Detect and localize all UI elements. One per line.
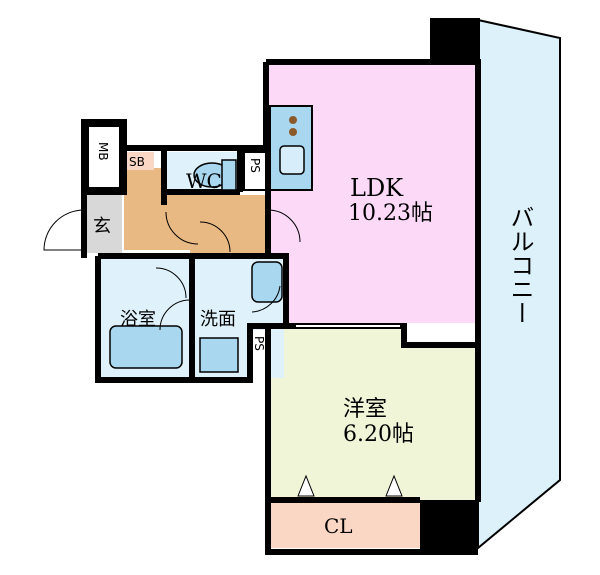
walls (81, 59, 481, 555)
stove-burner-icon (289, 128, 297, 136)
sb-area (124, 152, 154, 170)
ldk-size-label: 10.23帖 (348, 201, 433, 226)
kitchen-sink-icon (279, 145, 305, 175)
ps-lower-area (250, 330, 268, 378)
stove-burner-icon (289, 116, 297, 124)
wash-basin-icon (199, 337, 239, 373)
washing-machine-icon (251, 261, 283, 303)
western-room (270, 325, 476, 500)
ps-upper-box (243, 151, 267, 191)
closet-door-icon (385, 474, 403, 497)
entrance-hall (124, 168, 268, 255)
entrance-floor (86, 195, 122, 253)
mb-label: MB (96, 142, 110, 161)
toilet-tank-icon (221, 159, 237, 191)
western-label: 洋室 (343, 397, 387, 422)
mb-box (87, 125, 121, 189)
sb-label: SB (129, 155, 145, 169)
balcony-label: バルコニー (506, 205, 534, 325)
door-swings (43, 209, 301, 331)
bathtub-icon (109, 325, 183, 369)
ldk-label: LDK (350, 174, 404, 202)
closet-door-icon (297, 474, 315, 497)
structural-column-bottom (420, 500, 478, 550)
closet-label: CL (324, 514, 353, 538)
ps-upper-label: PS (248, 158, 262, 173)
entrance-label: 玄 (93, 216, 111, 237)
closet-area (270, 500, 420, 548)
wc-label: WC (186, 169, 222, 193)
ps-lower-label: PS (252, 336, 266, 351)
washroom-label: 洗面 (200, 309, 236, 330)
bath-label: 浴室 (120, 309, 156, 330)
western-size-label: 6.20帖 (343, 422, 414, 447)
